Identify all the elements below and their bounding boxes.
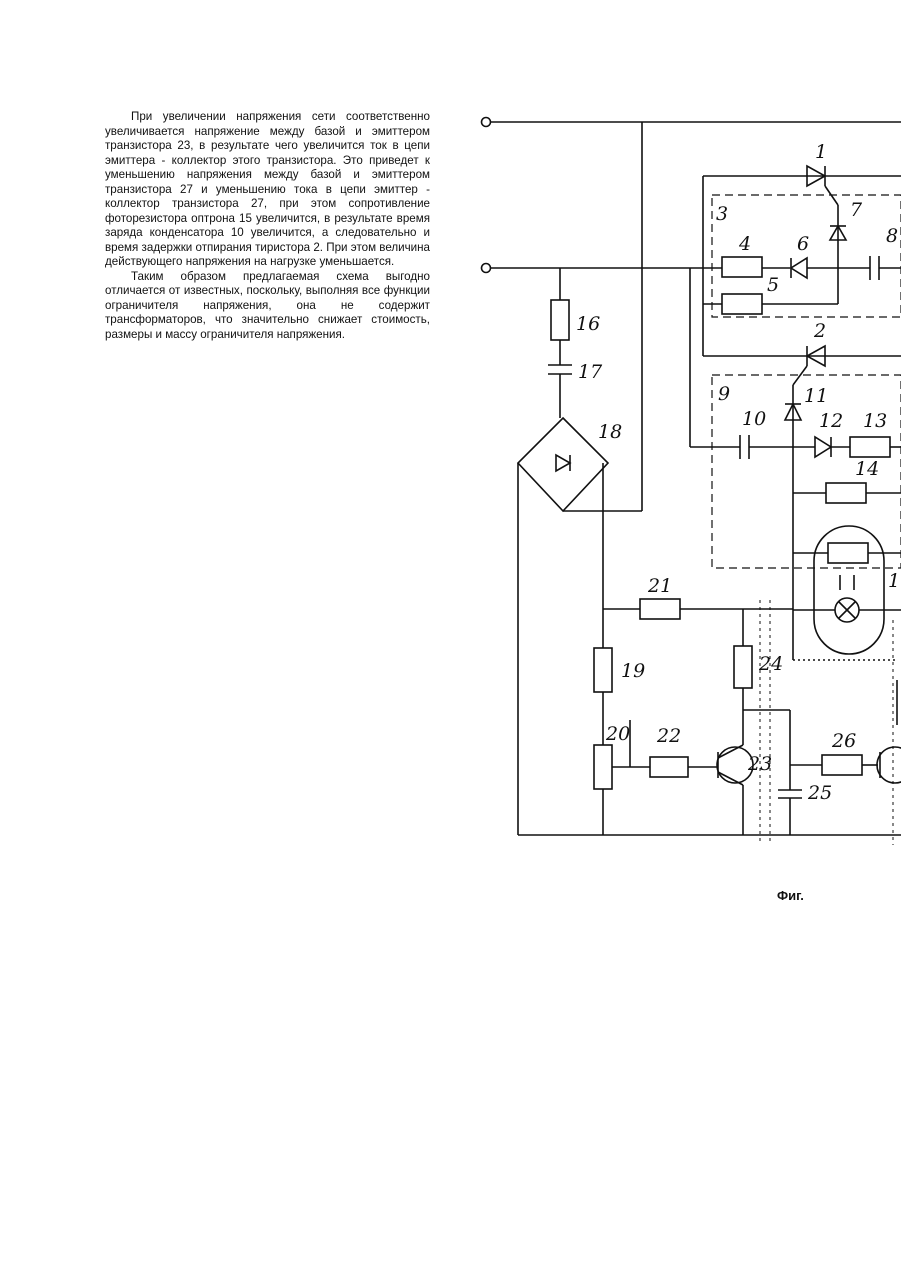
label-20: 20 xyxy=(605,723,630,745)
resistor-24 xyxy=(734,646,752,688)
circuit-figure: 1 3 4 6 7 8 5 2 9 11 10 12 13 14 1 16 17… xyxy=(470,108,901,905)
label-23: 23 xyxy=(747,753,772,775)
label-4: 4 xyxy=(738,233,751,255)
resistor-16 xyxy=(551,300,569,340)
label-15: 1 xyxy=(888,570,900,592)
label-19: 19 xyxy=(621,660,645,682)
resistor-14 xyxy=(826,483,866,503)
label-14: 14 xyxy=(855,458,879,480)
label-25: 25 xyxy=(807,782,832,804)
label-6: 6 xyxy=(797,233,809,255)
label-13: 13 xyxy=(863,410,887,432)
label-3: 3 xyxy=(716,203,728,225)
resistor-26 xyxy=(822,755,862,775)
resistor-21 xyxy=(640,599,680,619)
label-5: 5 xyxy=(767,274,779,296)
body-text: При увеличении напряжения сети соответст… xyxy=(105,110,430,342)
label-12: 12 xyxy=(819,410,843,432)
label-10: 10 xyxy=(742,408,766,430)
terminal-mid xyxy=(482,264,491,273)
label-8: 8 xyxy=(886,225,898,247)
label-22: 22 xyxy=(656,725,681,747)
paragraph-1: При увеличении напряжения сети соответст… xyxy=(105,110,430,270)
label-18: 18 xyxy=(598,421,622,443)
label-11: 11 xyxy=(804,385,828,407)
label-1: 1 xyxy=(815,141,827,163)
resistor-4 xyxy=(722,257,762,277)
diode-12 xyxy=(815,437,831,457)
label-26: 26 xyxy=(831,730,856,752)
diode-6 xyxy=(791,258,807,278)
label-21: 21 xyxy=(647,575,672,597)
label-24: 24 xyxy=(758,653,783,675)
resistor-19 xyxy=(594,648,612,692)
label-16: 16 xyxy=(576,313,600,335)
resistor-5 xyxy=(722,294,762,314)
optocoupler-15 xyxy=(814,526,884,654)
terminal-top xyxy=(482,118,491,127)
potentiometer-20 xyxy=(594,745,612,789)
label-7: 7 xyxy=(850,199,863,221)
resistor-22 xyxy=(650,757,688,777)
paragraph-2: Таким образом предлагаемая схема выгодно… xyxy=(105,270,430,343)
label-17: 17 xyxy=(578,361,603,383)
resistor-13 xyxy=(850,437,890,457)
circuit-diagram: 1 3 4 6 7 8 5 2 9 11 10 12 13 14 1 16 17… xyxy=(470,108,901,905)
figure-caption: Фиг. xyxy=(777,888,804,903)
label-2: 2 xyxy=(813,320,826,342)
diode-bridge-18 xyxy=(518,418,608,511)
label-9: 9 xyxy=(718,383,730,405)
